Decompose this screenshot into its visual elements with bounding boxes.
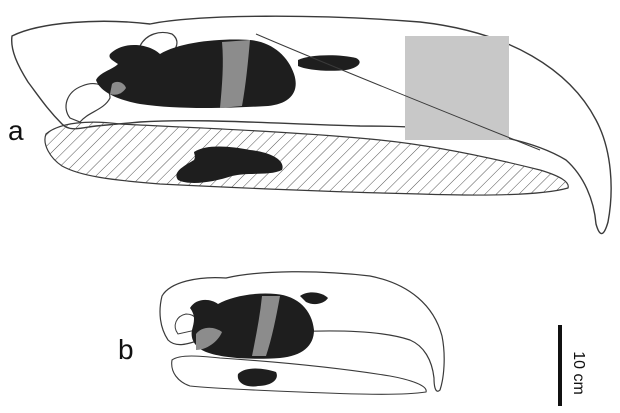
scale-bar-label: 10 cm: [569, 351, 587, 395]
skull-a-nostril: [298, 55, 360, 71]
panel-label-b: b: [118, 336, 134, 364]
panel-label-a: a: [8, 117, 24, 145]
skull-a: [12, 16, 611, 233]
skull-b: [160, 272, 444, 395]
skull-a-dark-region: [96, 40, 296, 108]
skull-a-light-grey-rect: [405, 36, 509, 140]
skull-b-mandible: [172, 356, 426, 394]
skull-b-dark-region: [190, 293, 314, 358]
